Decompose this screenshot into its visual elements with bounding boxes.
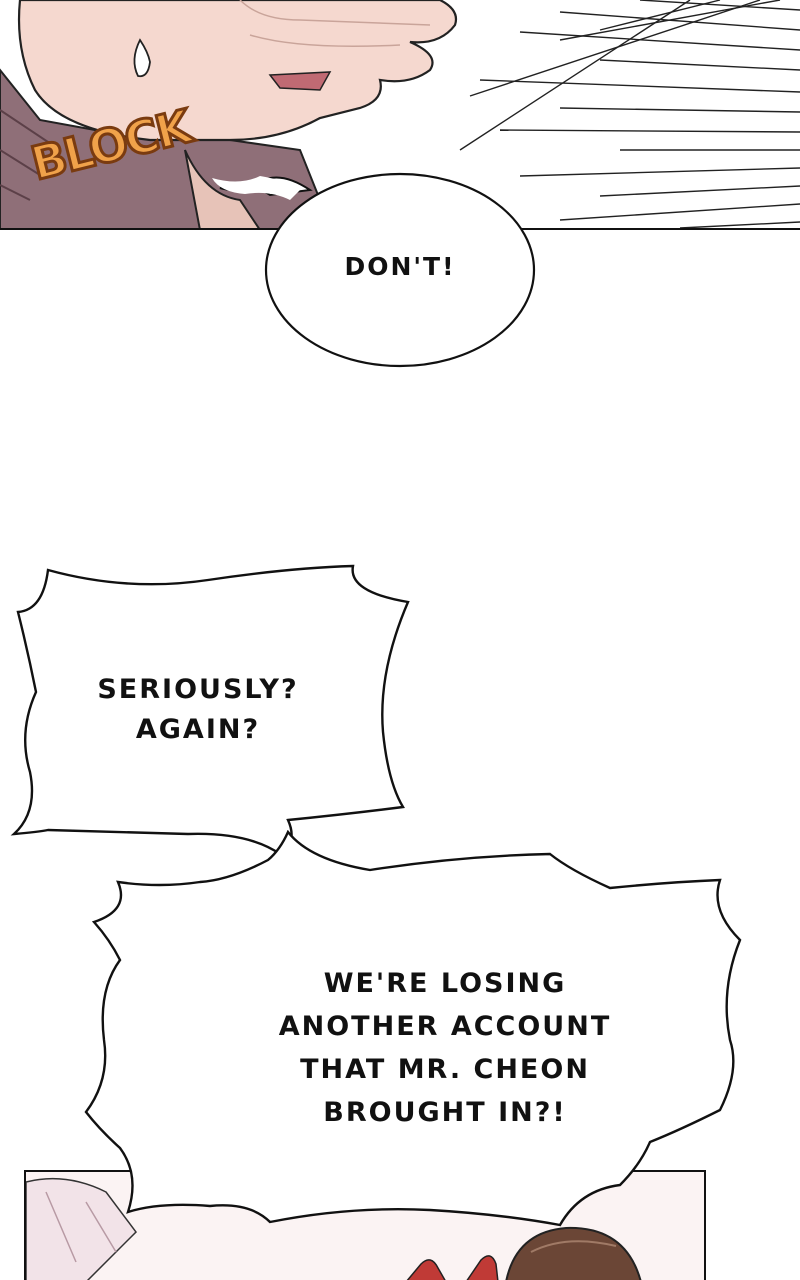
bottom-panel-art [26,1177,642,1280]
speech-bubble-losing: WE'RE LOSING ANOTHER ACCOUNT THAT MR. CH… [80,830,750,1250]
bubble-outline [84,830,742,1227]
speech-bubble-dont: DON'T! [200,160,540,370]
bubble-line: ANOTHER ACCOUNT [278,1011,612,1042]
bubble-line: WE'RE LOSING [323,968,567,999]
bubble-outline [212,172,536,368]
top-panel-art [0,0,800,230]
speed-lines [459,0,800,229]
bubble-line: DON'T! [344,252,456,281]
bubble-line: AGAIN? [135,714,261,745]
bubble-line: BROUGHT IN?! [323,1097,567,1128]
bubble-text-dont: DON'T! [260,252,540,281]
bubble-text-losing: WE'RE LOSING ANOTHER ACCOUNT THAT MR. CH… [140,962,750,1134]
bubble-line: THAT MR. CHEON [300,1054,590,1085]
speech-bubble-seriously: SERIOUSLY? AGAIN? [8,562,418,862]
bubble-text-seriously: SERIOUSLY? AGAIN? [0,670,398,750]
bubble-line: SERIOUSLY? [97,674,299,705]
